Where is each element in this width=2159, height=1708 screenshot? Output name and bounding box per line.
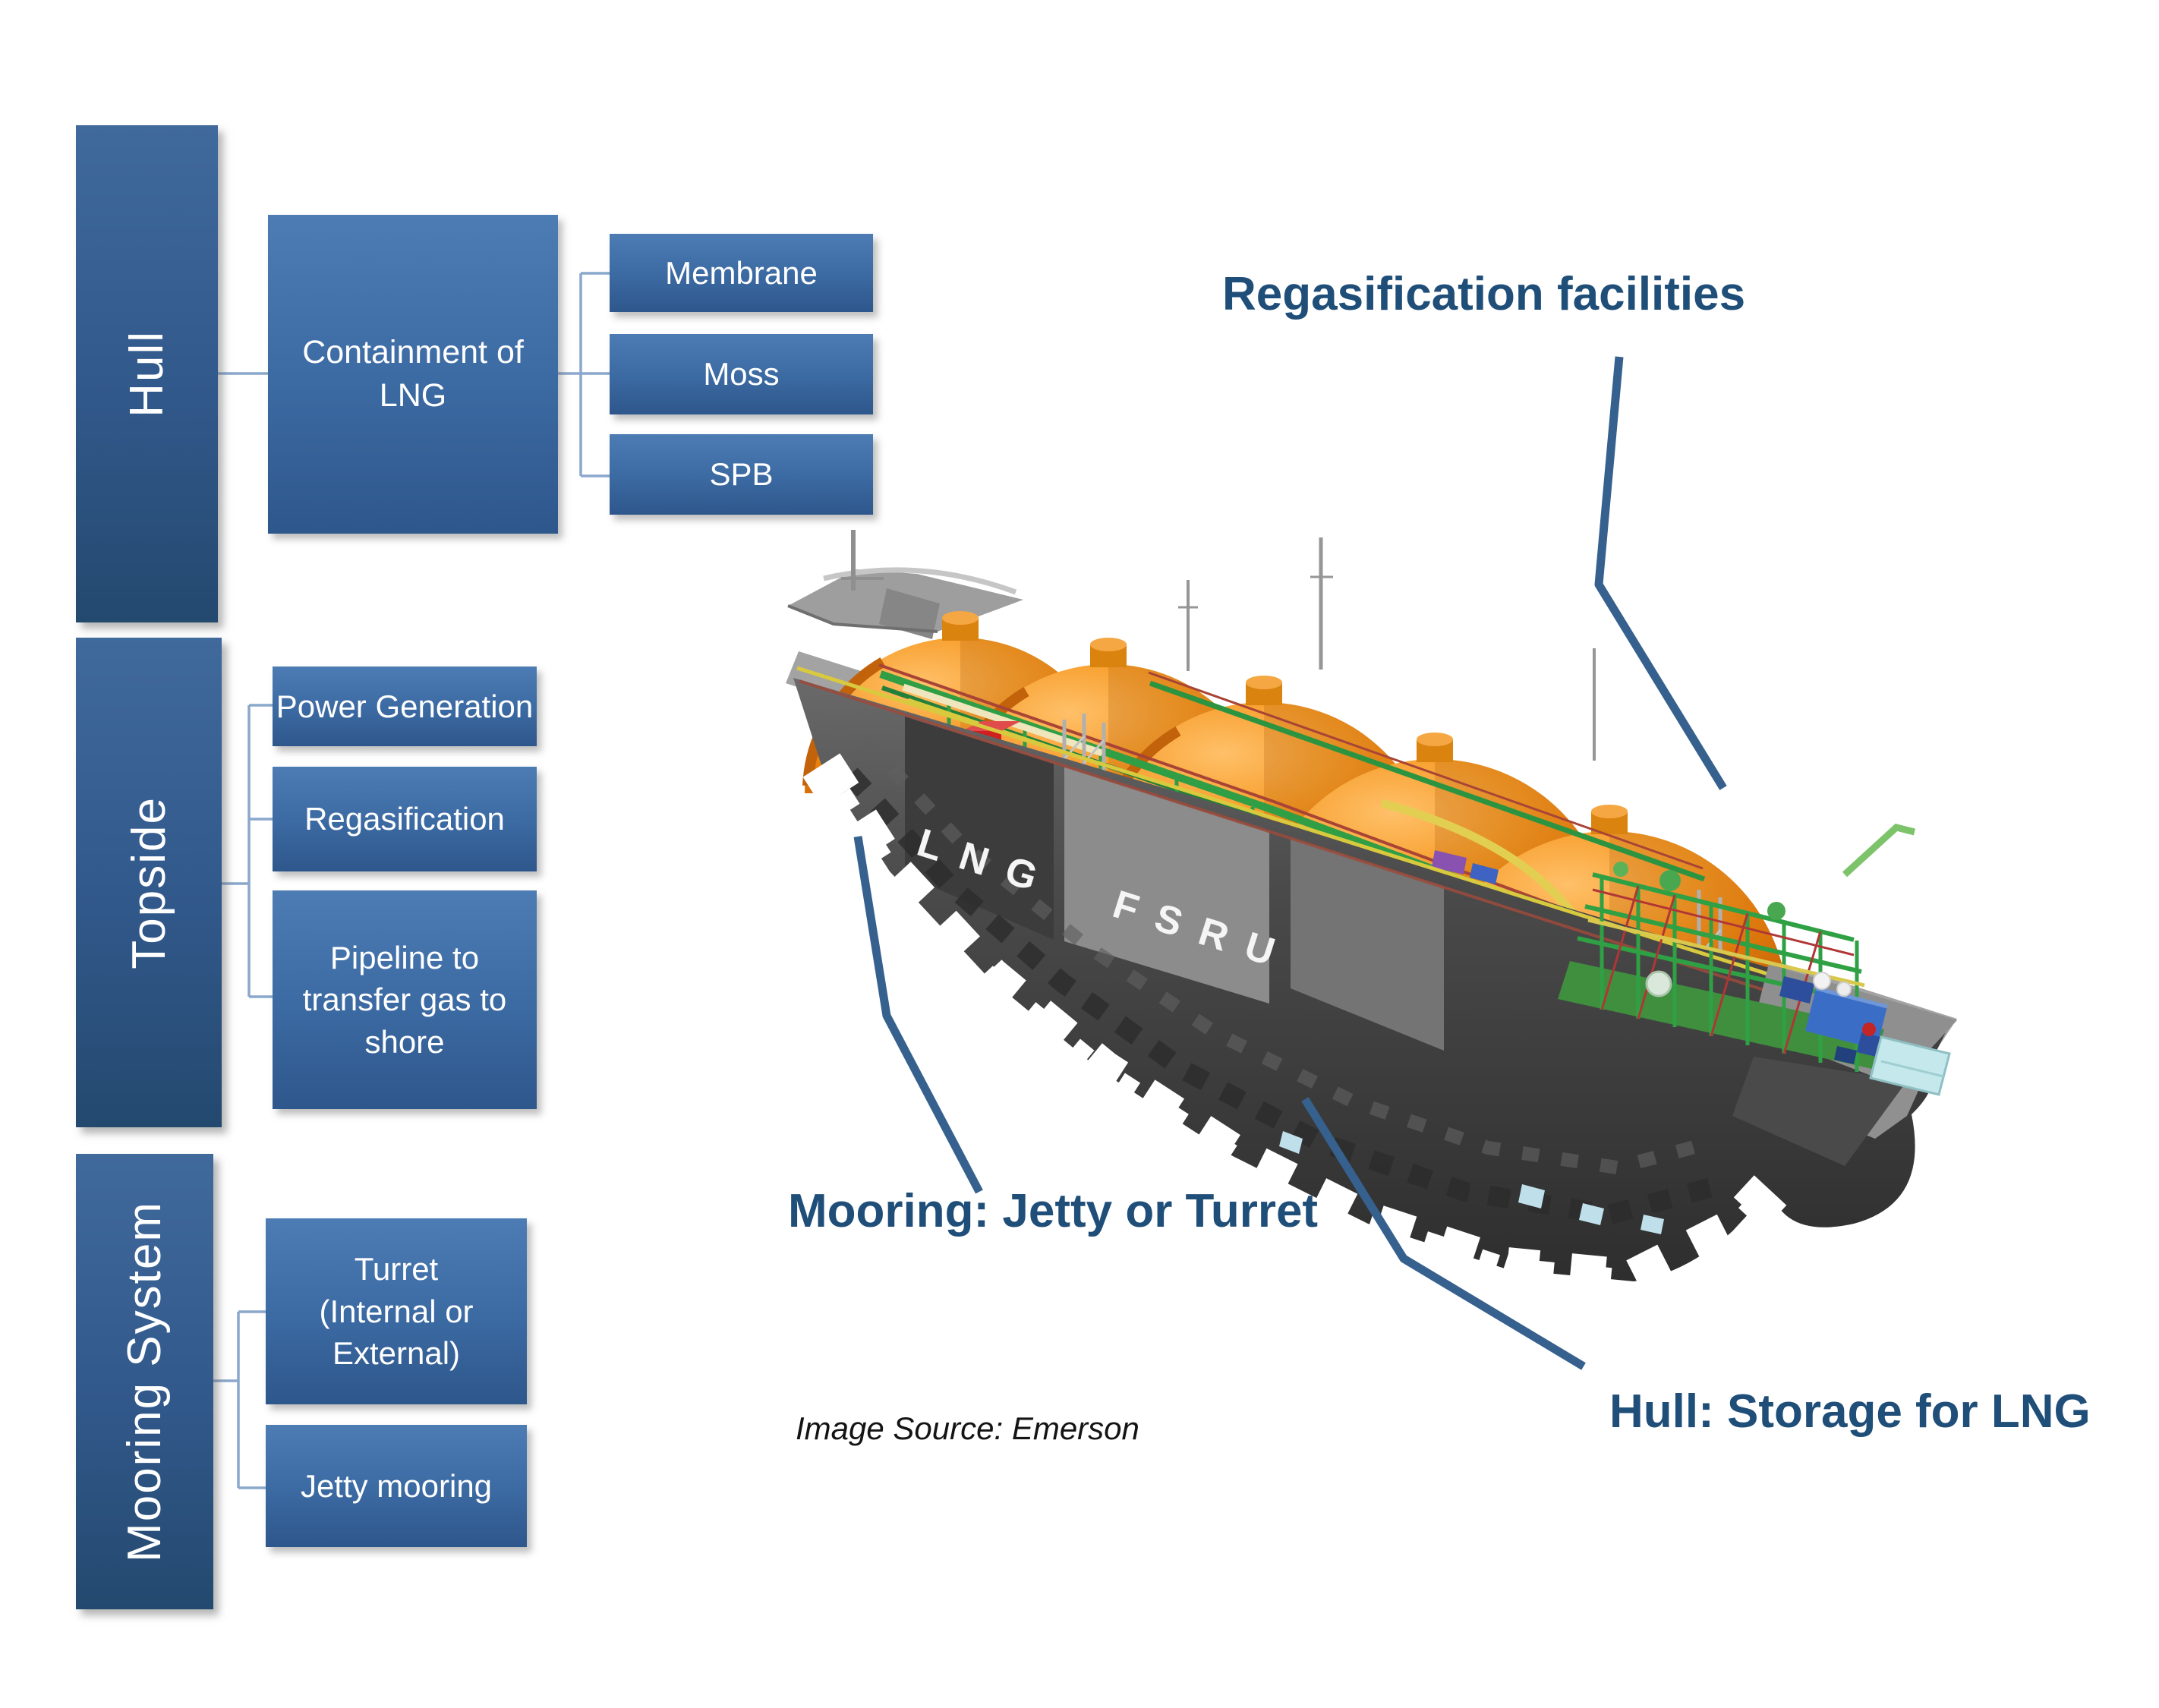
box-moss: Moss bbox=[610, 334, 873, 414]
box-regasification: Regasification bbox=[273, 767, 537, 871]
box-turret: Turret (Internal or External) bbox=[266, 1218, 527, 1404]
group-label-hull: Hull bbox=[121, 330, 173, 418]
hold-glints bbox=[1279, 1131, 1664, 1234]
callout-lines bbox=[853, 356, 1727, 1370]
box-jetty-mooring: Jetty mooring bbox=[266, 1425, 527, 1547]
label-regasification-facilities: Regasification facilities bbox=[1222, 268, 1746, 320]
ship-hull-side: LNG FSRU bbox=[793, 666, 1951, 1304]
hierarchy-connectors bbox=[194, 272, 610, 1489]
group-label-mooring-system: Mooring System bbox=[118, 1201, 171, 1562]
group-box-mooring-system: Mooring System bbox=[76, 1154, 213, 1609]
label-mooring-jetty-or-turret: Mooring: Jetty or Turret bbox=[788, 1185, 1319, 1237]
box-membrane: Membrane bbox=[610, 234, 873, 312]
box-pipeline-to-shore: Pipeline to transfer gas to shore bbox=[273, 890, 537, 1109]
box-containment-of-lng: Containment of LNG bbox=[268, 215, 558, 534]
group-box-hull: Hull bbox=[76, 125, 218, 622]
label-hull-storage-for-lng: Hull: Storage for LNG bbox=[1609, 1385, 2091, 1438]
masts bbox=[1178, 537, 1596, 761]
group-label-topside: Topside bbox=[122, 796, 175, 969]
bow-topsides bbox=[1558, 824, 1957, 1096]
callout-regasification bbox=[1594, 356, 1727, 790]
box-spb: SPB bbox=[610, 434, 873, 515]
callout-mooring bbox=[853, 836, 983, 1194]
label-image-source: Image Source: Emerson bbox=[796, 1410, 1139, 1446]
callout-hull-storage bbox=[1301, 1097, 1586, 1370]
box-power-generation: Power Generation bbox=[273, 666, 537, 746]
group-box-topside: Topside bbox=[76, 638, 222, 1127]
ship-stern bbox=[787, 530, 1023, 639]
